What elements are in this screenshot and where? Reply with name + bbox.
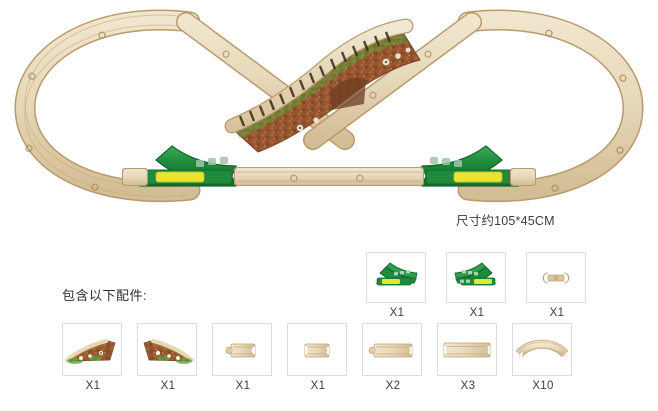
medium-straight-track-icon <box>368 343 413 357</box>
part-qty-long-straight-track: X3 <box>460 380 476 392</box>
part-qty-curved-track: X10 <box>532 380 554 392</box>
part-cell-short-track-male[interactable]: X1 <box>212 323 274 392</box>
switch-track-right-icon <box>454 261 499 285</box>
short-track-male-icon <box>225 343 256 357</box>
short-track-female-icon <box>304 343 330 357</box>
part-qty-switch-track-right: X1 <box>469 307 485 319</box>
part-cell-track-connector[interactable]: X1 <box>526 252 588 319</box>
part-qty-track-connector: X1 <box>549 307 565 319</box>
left-switch-track <box>137 145 240 187</box>
part-cell-bridge-ramp-left[interactable]: X1 <box>62 323 124 392</box>
part-thumb-switch-track-left <box>366 252 426 303</box>
part-thumb-short-track-female <box>287 323 347 376</box>
part-thumb-curved-track <box>512 323 572 376</box>
long-straight-track-icon <box>443 342 491 357</box>
right-switch-track <box>418 145 521 187</box>
part-cell-switch-track-right[interactable]: X1 <box>446 252 508 319</box>
part-thumb-long-straight-track <box>437 323 497 376</box>
track-layout-illustration <box>14 9 644 203</box>
track-connector-icon <box>542 272 570 283</box>
part-thumb-short-track-male <box>212 323 272 376</box>
right-connector-track <box>510 168 536 186</box>
part-thumb-switch-track-right <box>446 252 506 303</box>
part-thumb-bridge-ramp-right <box>137 323 197 376</box>
part-qty-bridge-ramp-left: X1 <box>85 380 101 392</box>
product-photo <box>14 9 644 203</box>
part-thumb-bridge-ramp-left <box>62 323 122 376</box>
part-cell-medium-straight-track[interactable]: X2 <box>362 323 424 392</box>
includes-heading: 包含以下配件: <box>62 288 148 303</box>
part-qty-short-track-male: X1 <box>235 380 251 392</box>
right-loop-curve <box>457 9 644 203</box>
part-qty-short-track-female: X1 <box>310 380 326 392</box>
part-cell-bridge-ramp-right[interactable]: X1 <box>137 323 199 392</box>
part-qty-medium-straight-track: X2 <box>385 380 401 392</box>
part-cell-curved-track[interactable]: X10 <box>512 323 574 392</box>
bridge-ramp-right-icon <box>143 338 194 364</box>
part-cell-long-straight-track[interactable]: X3 <box>437 323 499 392</box>
part-qty-bridge-ramp-right: X1 <box>160 380 176 392</box>
curved-track-icon <box>516 339 568 357</box>
dimension-caption: 尺寸约105*45CM <box>456 214 555 228</box>
bridge-ramp-structure <box>224 18 421 153</box>
top-diagonal-track-right <box>303 12 482 150</box>
part-thumb-track-connector <box>526 252 586 303</box>
left-connector-track <box>122 168 148 186</box>
part-cell-short-track-female[interactable]: X1 <box>287 323 349 392</box>
switch-track-left-icon <box>373 261 418 285</box>
part-cell-switch-track-left[interactable]: X1 <box>366 252 428 319</box>
part-qty-switch-track-left: X1 <box>389 307 405 319</box>
bottom-straight-track <box>234 167 424 186</box>
left-loop-curve <box>14 9 201 203</box>
bridge-ramp-left-icon <box>65 338 116 364</box>
part-thumb-medium-straight-track <box>362 323 422 376</box>
